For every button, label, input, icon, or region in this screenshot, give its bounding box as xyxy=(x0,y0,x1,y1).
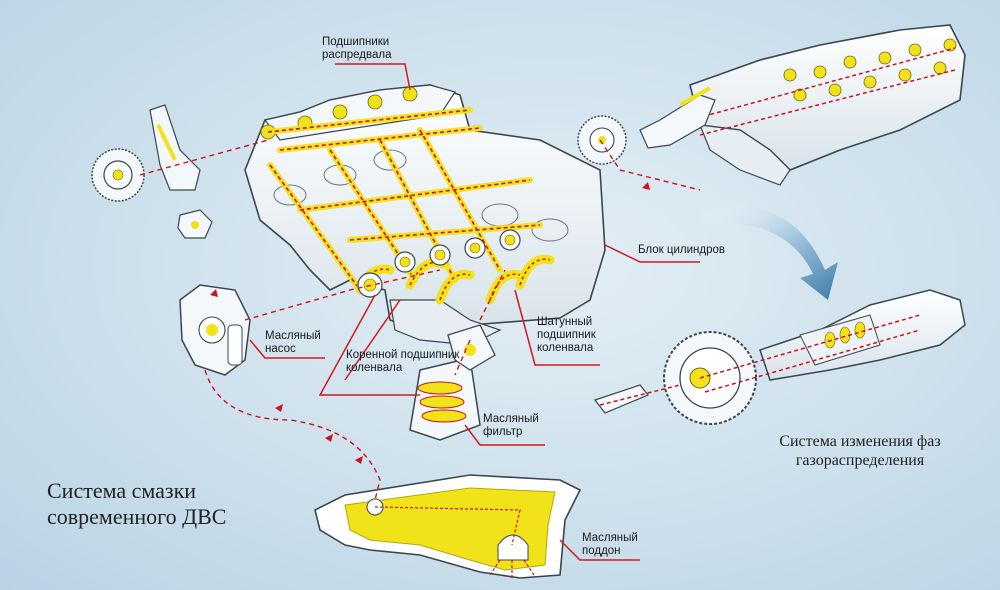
label-camshaft-bearings: Подшипники распредвала xyxy=(322,36,392,61)
right-cam-caps xyxy=(783,38,957,102)
leader-lines xyxy=(249,63,700,561)
right-cam-sprocket xyxy=(577,115,627,165)
label-oil-pan: Масляный поддон xyxy=(582,532,638,557)
leader-camshaft-bearings xyxy=(335,63,411,91)
right-cylinder-head xyxy=(689,24,966,186)
leader-cylinder-block xyxy=(604,244,700,263)
flow-arrows xyxy=(210,182,650,464)
label-oil-pump: Масляный насос xyxy=(265,330,321,355)
zoom-arrow xyxy=(700,206,838,300)
right-cam-actuator xyxy=(639,86,716,149)
leader-oil-pump xyxy=(249,339,325,359)
leader-main-bearing xyxy=(318,294,420,396)
leader-oil-pan xyxy=(559,539,640,561)
oil-filter xyxy=(409,324,496,441)
label-conrod-bearing: Шатунный подшипник коленвала xyxy=(537,316,596,354)
left-cam-sprocket xyxy=(91,148,145,202)
left-cam-actuator xyxy=(149,104,201,191)
label-oil-filter: Масляный фильтр xyxy=(483,413,539,438)
leader-conrod-bearing xyxy=(514,289,600,366)
vvt-system-title: Система изменения фаз газораспределения xyxy=(779,433,941,469)
vvt-assembly xyxy=(594,289,966,425)
label-main-bearing: Коренной подшипник коленвала xyxy=(346,349,460,374)
diagram-title: Система смазки современного ДВС xyxy=(47,478,227,529)
label-cylinder-block: Блок цилиндров xyxy=(638,244,725,256)
leader-oil-filter xyxy=(464,424,545,446)
oil-circuit xyxy=(139,139,701,501)
thermostat xyxy=(177,209,213,239)
oil-pan xyxy=(314,474,582,579)
right-head-galleries xyxy=(689,47,956,136)
leader-main-bearing-2 xyxy=(344,299,401,381)
oil-pump xyxy=(179,284,251,376)
